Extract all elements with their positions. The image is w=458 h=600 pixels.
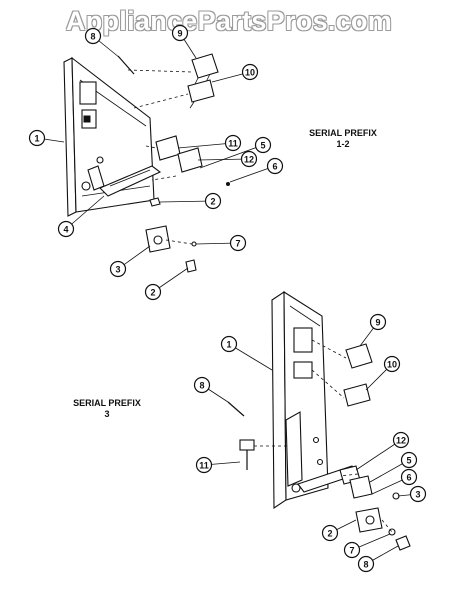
bottom-callout-label: 9 [375,318,380,328]
bottom-callout-5: 5 [369,451,418,483]
top-callout-8: 8 [84,27,121,59]
watermark-logo: AppliancePartsPros.com [65,6,393,36]
bottom-callout-1: 1 [220,335,273,371]
bottom-callout-label: 3 [415,490,420,500]
top-screw-6 [226,182,230,186]
bottom-callout-8: 8 [193,376,229,403]
top-actuator-3 [145,225,171,253]
bottom-actuator-3 [355,507,383,533]
bottom-callout-12: 12 [355,431,410,471]
top-callout-5: 5 [199,136,272,169]
top-pin-8 [117,55,135,75]
bottom-callout-label: 11 [199,461,209,471]
top-callout-label: 11 [228,139,238,149]
bottom-nut-7 [395,535,411,551]
top-leader-2 [159,200,214,203]
top-callout-7: 7 [195,234,247,252]
top-spring-7 [191,241,197,247]
top-callout-label: 4 [63,225,68,235]
bottom-pin-8 [227,401,245,417]
top-callout-label: 10 [245,68,255,78]
top-callout-1: 1 [28,129,65,147]
top-microswitch-12 [177,147,203,173]
top-callout-label: 6 [272,162,277,172]
bottom-leader-1 [228,343,273,371]
top-callout-label: 5 [260,141,265,151]
top-callout-label: 9 [177,29,182,39]
top-callout-12: 12 [197,150,258,168]
top-callout-2: 2 [159,192,222,210]
top-leader-5 [199,144,264,169]
top-callout-label: 2 [210,197,215,207]
top-microswitch-10 [187,79,215,109]
bottom-callout-6: 6 [371,468,418,495]
bottom-callout-label: 7 [349,546,354,556]
bottom-microswitch-9 [345,343,373,369]
bottom-callout-label: 10 [387,360,397,370]
bottom-callout-9: 9 [359,313,387,347]
bottom-callout-8: 8 [357,545,399,573]
bottom-callout-label: 12 [396,436,406,446]
top-callout-label: 12 [244,155,254,165]
top-callout-6: 6 [229,157,284,183]
top-callout-4: 4 [57,195,105,238]
serial-prefix-top-line1: SERIAL PREFIX [309,128,377,138]
top-screw-2a [149,197,161,207]
bottom-callout-10: 10 [365,355,401,391]
top-callout-label: 7 [235,239,240,249]
bottom-microswitch-12 [349,475,373,499]
top-leader-4 [65,195,105,230]
top-callout-3: 3 [109,245,151,278]
bottom-bolt-8 [239,439,255,470]
serial-prefix-bottom-label: SERIAL PREFIX 3 [62,398,152,420]
top-nut-2b [185,259,197,273]
top-callout-label: 1 [34,134,39,144]
serial-prefix-bottom-line1: SERIAL PREFIX [73,398,141,408]
bottom-callout-label: 8 [363,560,368,570]
top-callout-2: 2 [144,267,189,301]
bottom-leader-lines [254,339,393,533]
bottom-callout-label: 6 [406,473,411,483]
top-microswitch-11 [155,135,181,161]
top-callout-label: 2 [150,288,155,298]
top-callout-label: 8 [90,32,95,42]
serial-prefix-bottom-line2: 3 [104,409,110,419]
bottom-callout-7: 7 [343,533,391,559]
bottom-callout-label: 5 [406,456,411,466]
top-callout-label: 3 [115,265,120,275]
top-leader-11 [177,142,234,149]
bottom-callout-label: 1 [226,340,231,350]
bottom-leader-12 [355,439,402,471]
bottom-microswitch-10 [343,383,371,407]
serial-prefix-top-line2: 1-2 [336,139,350,149]
top-lever-arm [99,165,162,197]
top-callout-11: 11 [177,134,242,152]
bottom-callout-11: 11 [195,456,241,474]
bottom-mounting-bracket [271,290,329,510]
bottom-callout-label: 2 [327,529,332,539]
top-leader-lines [127,69,193,245]
bottom-callout-label: 8 [199,381,204,391]
serial-prefix-top-label: SERIAL PREFIX 1-2 [298,128,388,150]
top-callout-9: 9 [171,24,197,59]
bottom-callout-2: 2 [321,519,357,542]
top-callout-10: 10 [211,63,259,83]
bottom-callout-3: 3 [397,485,427,503]
